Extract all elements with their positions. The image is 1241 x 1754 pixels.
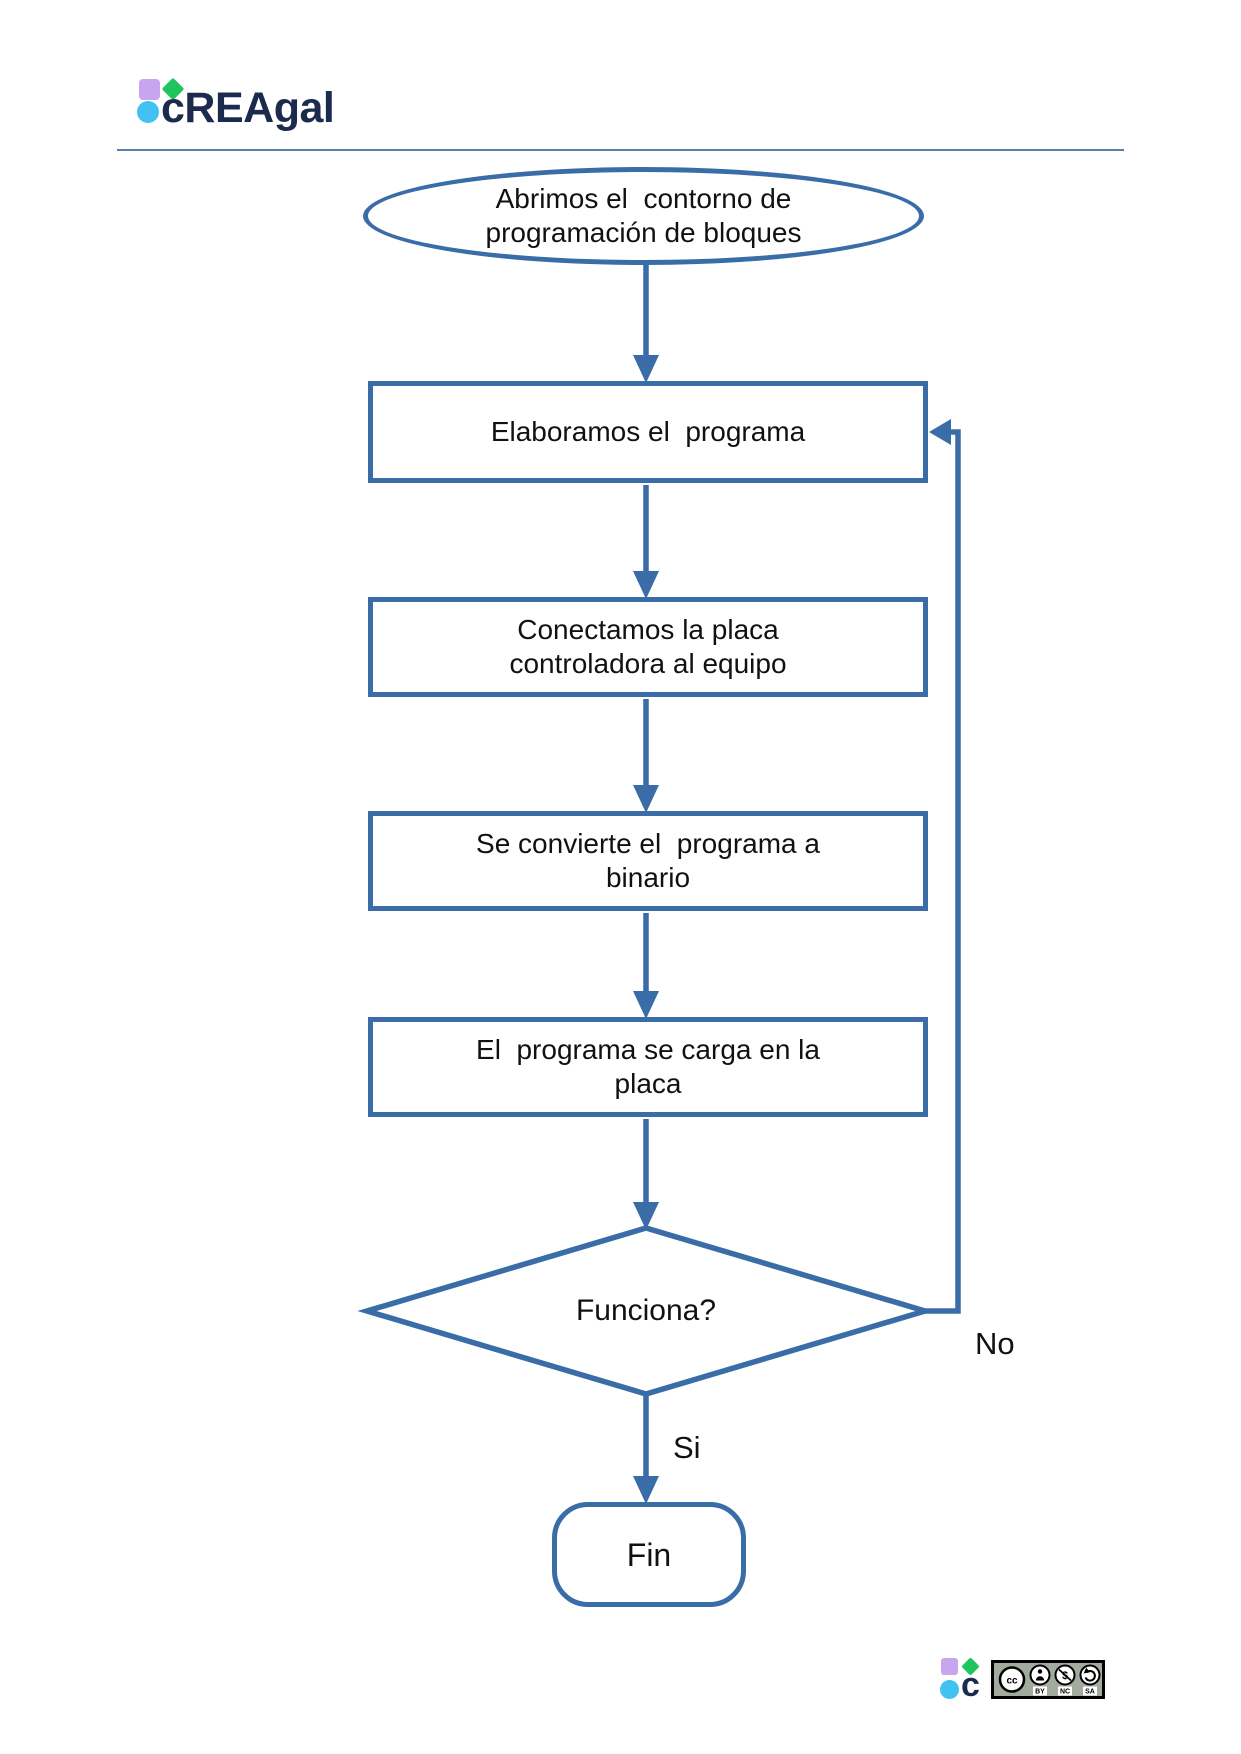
cc-by-chip [1033, 1686, 1047, 1696]
arrowhead-down-icon [633, 991, 659, 1019]
cc-sa-chip [1083, 1686, 1097, 1696]
cc-sa-arrowhead [1083, 1667, 1090, 1674]
footer-logo-cyan-circle-icon [940, 1680, 959, 1699]
arrowhead-down-icon [633, 571, 659, 599]
node-start-terminator: Abrimos el contorno de programación de b… [363, 167, 924, 265]
footer-logo-purple-square-icon [941, 1658, 958, 1675]
arrowhead-down-icon [633, 1202, 659, 1230]
cc-by-icon [1029, 1664, 1051, 1686]
arrowhead-down-icon [633, 355, 659, 383]
brand-wordmark: cREAgal [161, 84, 335, 132]
logo-purple-square-icon [139, 79, 160, 100]
node-step4-process: El programa se carga en la placa [368, 1017, 928, 1117]
decision-label: Funciona? [575, 1294, 717, 1327]
cc-by-person-head [1037, 1669, 1043, 1674]
cc-sa-icon [1079, 1664, 1101, 1686]
arrowhead-down-icon [633, 1476, 659, 1504]
edge-label-no: No [975, 1326, 1015, 1361]
cc-nc-slash [1058, 1668, 1072, 1682]
logo-cyan-circle-icon [137, 101, 159, 123]
header-divider [117, 149, 1124, 151]
cc-sa-label: SA [1085, 1689, 1095, 1696]
cc-by-label: BY [1035, 1689, 1045, 1696]
cc-nc-chip [1058, 1686, 1072, 1696]
cc-sa-arrow-arc [1084, 1670, 1096, 1682]
node-step3-process: Se convierte el programa a binario [368, 811, 928, 911]
arrowhead-left-icon [929, 419, 951, 445]
footer-logo-c-icon: c [961, 1666, 980, 1704]
edge-label-si: Si [673, 1430, 701, 1465]
cc-by-person-body [1035, 1676, 1045, 1681]
arrowhead-down-icon [633, 785, 659, 813]
cc-icon [998, 1666, 1026, 1693]
node-step2-process: Conectamos la placa controladora al equi… [368, 597, 928, 697]
cc-license-badge: cc BY $ NC SA [991, 1660, 1105, 1699]
cc-nc-label: NC [1060, 1689, 1070, 1696]
node-step1-process: Elaboramos el programa [368, 381, 928, 483]
cc-icon-text: cc [1006, 1676, 1018, 1687]
node-end-terminator: Fin [552, 1502, 746, 1607]
